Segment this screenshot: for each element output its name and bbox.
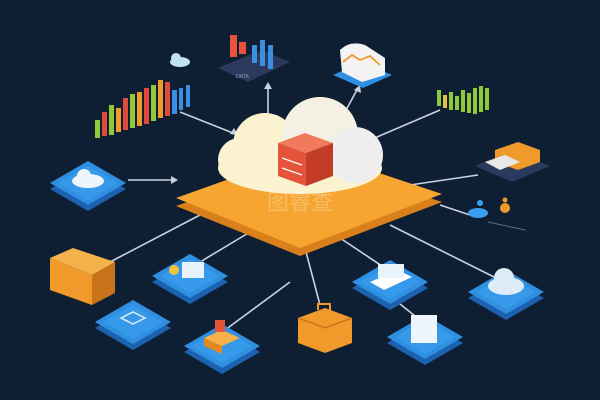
watermark: 图睿查 [267,191,333,216]
small-cloud-icon [170,53,190,67]
connector-lines [109,85,501,331]
gps-pin-icons [468,197,526,231]
connector-line [439,204,471,216]
cloud-tile [50,161,126,211]
arrowhead [171,176,178,184]
monitor-tile [352,260,428,310]
box-tile [184,320,260,374]
device-tile [387,315,463,365]
connector-line [194,231,251,266]
rack-server-icon [475,142,550,182]
connector-line [344,87,359,113]
connector-line [179,111,239,136]
line-chart-icon [333,43,392,88]
connector-line [389,224,501,281]
connector-line [339,237,386,269]
cloud-icon [218,97,383,194]
arrowhead [354,85,361,93]
orange-case-box [297,303,353,353]
cloud-storage-tile [468,268,544,320]
connector-line [304,247,321,306]
server-icon [278,133,333,186]
orange-storage-box [50,248,115,305]
bar-chart-icon [95,80,190,138]
data-chart-panel: DATA [218,35,290,82]
chart-caption: DATA [236,74,249,80]
connector-line [109,214,201,263]
connector-line [224,281,291,331]
connector-line [409,174,479,186]
connector-line [369,109,441,141]
green-bar-chart-icon [437,86,489,114]
arrowhead [264,82,272,89]
chat-tile [95,300,171,350]
document-tile [152,254,228,304]
